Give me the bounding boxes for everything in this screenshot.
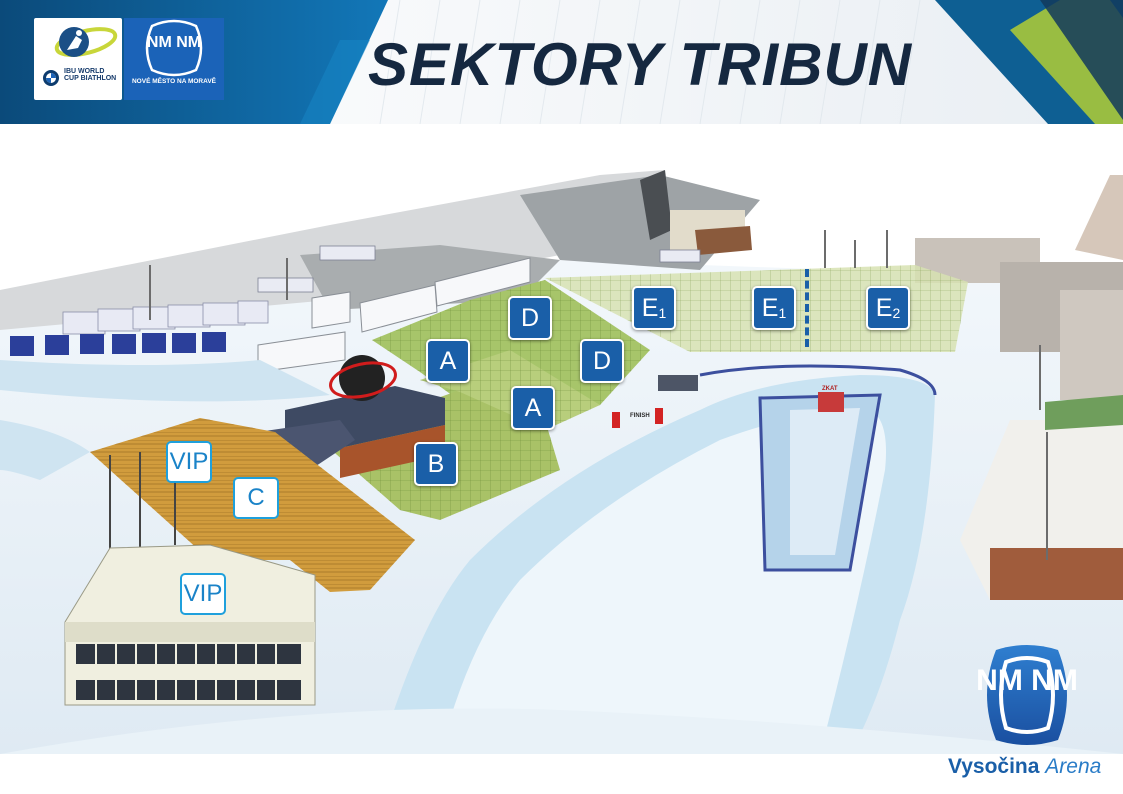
truck-row	[10, 300, 269, 356]
stadium-map	[0, 124, 1123, 754]
sector-e-divider	[805, 269, 809, 347]
nmnm-header-mark: NM NM	[146, 34, 202, 51]
header-banner: IBU WORLD CUP BIATHLON NM NM NOVÉ MĚSTO …	[0, 0, 1123, 124]
sector-c[interactable]: C	[233, 477, 279, 519]
arena-name: Vysočina Arena	[948, 755, 1102, 778]
sector-a-upper[interactable]: A	[426, 339, 470, 383]
ibu-logo-icon	[43, 27, 118, 86]
sector-b[interactable]: B	[414, 442, 458, 486]
ibu-logo-text: IBU WORLD CUP BIATHLON	[64, 68, 117, 82]
sector-a-lower[interactable]: A	[511, 386, 555, 430]
nmnm-arena-logo: NM NM	[976, 644, 1078, 746]
start-label: ZKAT	[822, 386, 838, 392]
sector-d-upper[interactable]: D	[508, 296, 552, 340]
nmnm-logo-text: NOVÉ MĚSTO NA MORAVĚ	[131, 78, 217, 85]
ibu-logo: IBU WORLD CUP BIATHLON	[34, 18, 122, 100]
nmnm-header-logo: NM NM NOVÉ MĚSTO NA MORAVĚ	[124, 18, 224, 100]
sector-vip-stand[interactable]: VIP	[166, 441, 212, 483]
nmnm-logo-mark: NM NM	[976, 664, 1078, 697]
finish-label: FINISH	[630, 413, 650, 419]
sector-d-lower[interactable]: D	[580, 339, 624, 383]
nmnm-logo-icon	[987, 645, 1067, 745]
nmnm-logo-icon	[145, 19, 203, 77]
page-title: SEKTORY TRIBUN	[368, 31, 913, 98]
sector-vip-building[interactable]: VIP	[180, 573, 226, 615]
